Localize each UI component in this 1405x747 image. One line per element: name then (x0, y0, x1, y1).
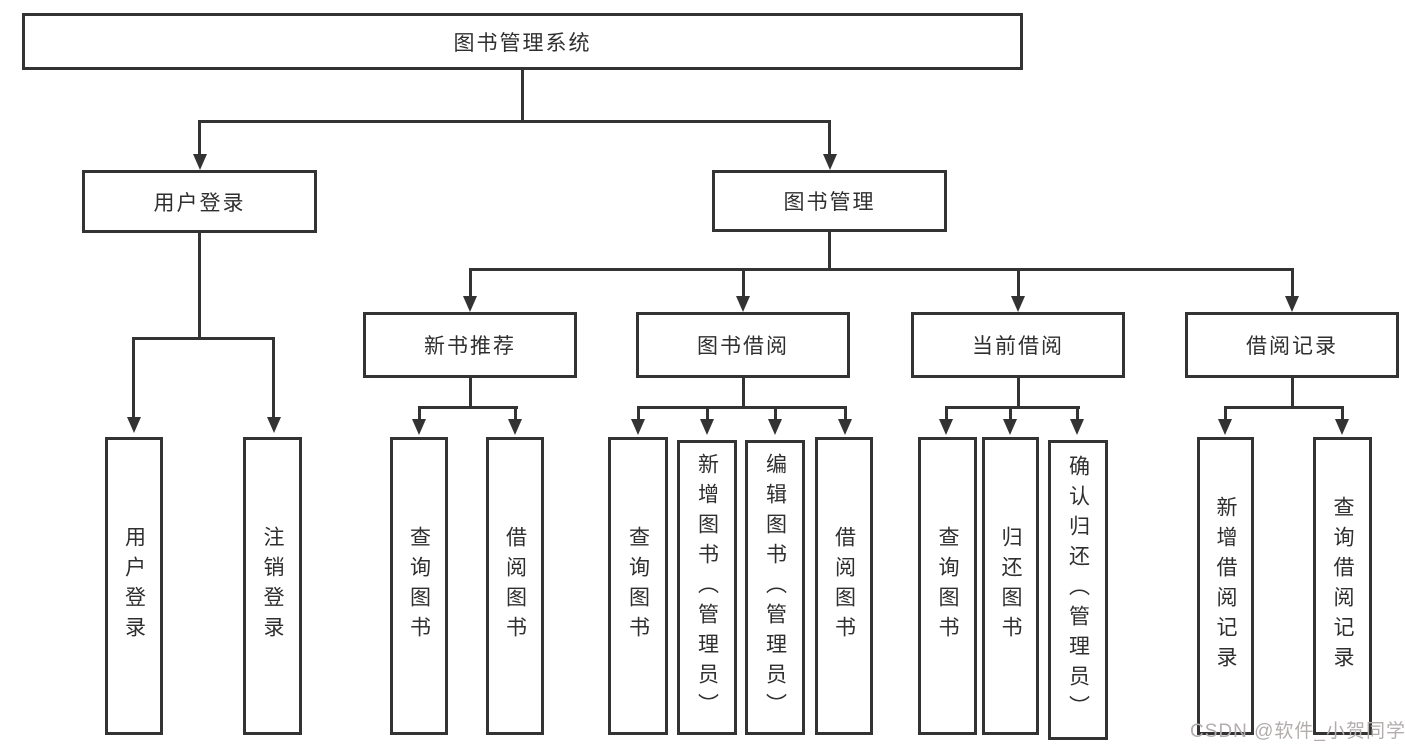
leaf-current-query-books-label: 查询图书 (936, 526, 960, 646)
leaf-borrowing-add-books-admin: 新增图书（管理员） (677, 440, 737, 735)
connector-root-split (198, 120, 831, 123)
node-new-book-recommend: 新书推荐 (363, 312, 577, 378)
arrow-down-icon (1011, 296, 1025, 312)
connector-leaf-stub (1224, 406, 1227, 419)
connector-leaf-stub (514, 406, 517, 419)
leaf-current-query-books: 查询图书 (918, 437, 977, 735)
connector-leaf-stub (637, 406, 640, 419)
connector-leaf-stub (1009, 406, 1012, 419)
connector-to-current-borrow (1017, 268, 1020, 296)
node-current-borrowing-label: 当前借阅 (972, 334, 1064, 358)
connector-book-borrow-stem (742, 378, 745, 409)
leaf-borrowing-borrow-books: 借阅图书 (815, 437, 873, 735)
arrow-down-icon (508, 419, 522, 435)
connector-leaf-stub (418, 406, 421, 419)
leaf-user-login: 用户登录 (105, 437, 163, 735)
arrow-down-icon (823, 154, 837, 170)
node-book-management: 图书管理 (712, 170, 947, 232)
leaf-current-return-books: 归还图书 (982, 437, 1039, 735)
arrow-down-icon (1285, 296, 1299, 312)
arrow-down-icon (736, 296, 750, 312)
arrow-down-icon (768, 419, 782, 435)
connector-leaf-stub (774, 406, 777, 419)
leaf-current-return-books-label: 归还图书 (999, 526, 1023, 646)
node-book-borrowing: 图书借阅 (636, 312, 850, 378)
arrow-down-icon (838, 419, 852, 435)
connector-to-book-borrow (742, 268, 745, 296)
leaf-logout-label: 注销登录 (261, 526, 285, 646)
connector-leaf-stub (1341, 406, 1344, 419)
connector-user-login-split (132, 337, 275, 340)
connector-new-books-split (418, 406, 518, 409)
node-current-borrowing: 当前借阅 (911, 312, 1125, 378)
arrow-down-icon (631, 419, 645, 435)
connector-root-stem (521, 70, 524, 122)
leaf-borrowing-borrow-books-label: 借阅图书 (832, 526, 857, 646)
connector-book-mgmt-split (469, 268, 1294, 271)
arrow-down-icon (1218, 419, 1232, 435)
node-book-borrowing-label: 图书借阅 (697, 334, 789, 358)
connector-current-borrow-stem (1017, 378, 1020, 409)
leaf-borrowing-edit-books-admin: 编辑图书（管理员） (745, 440, 805, 735)
connector-to-book-mgmt (828, 120, 831, 154)
connector-to-login-leaf (132, 337, 135, 417)
leaf-records-add-record: 新增借阅记录 (1197, 437, 1254, 735)
connector-to-user-login (198, 120, 201, 154)
arrow-down-icon (1070, 419, 1084, 435)
connector-to-borrow-records (1291, 268, 1294, 296)
node-user-login-label: 用户登录 (153, 190, 246, 215)
leaf-logout: 注销登录 (243, 437, 302, 735)
leaf-newbooks-query-books-label: 查询图书 (407, 526, 432, 646)
leaf-borrowing-edit-books-admin-label: 编辑图书（管理员） (763, 452, 788, 723)
connector-new-books-stem (469, 378, 472, 409)
leaf-newbooks-query-books: 查询图书 (390, 437, 448, 735)
csdn-watermark: CSDN @软件_小贺同学 (1190, 721, 1405, 742)
leaf-records-query-record: 查询借阅记录 (1313, 437, 1372, 735)
connector-to-new-books (469, 268, 472, 296)
leaf-records-query-record-label: 查询借阅记录 (1331, 496, 1355, 676)
arrow-down-icon (267, 417, 281, 433)
connector-book-borrow-split (637, 406, 847, 409)
connector-book-mgmt-stem (828, 232, 831, 270)
connector-to-logout-leaf (272, 337, 275, 417)
arrow-down-icon (700, 419, 714, 435)
node-library-system: 图书管理系统 (22, 13, 1023, 70)
leaf-user-login-label: 用户登录 (122, 526, 147, 646)
node-user-login: 用户登录 (82, 170, 317, 233)
node-new-book-recommend-label: 新书推荐 (424, 334, 516, 358)
node-library-system-label: 图书管理系统 (453, 30, 592, 55)
connector-leaf-stub (706, 406, 709, 419)
arrow-down-icon (193, 154, 207, 170)
connector-user-login-stem (198, 233, 201, 337)
connector-leaf-stub (844, 406, 847, 419)
connector-leaf-stub (1076, 406, 1079, 419)
arrow-down-icon (463, 296, 477, 312)
leaf-newbooks-borrow-books: 借阅图书 (486, 437, 544, 735)
node-borrowing-records-label: 借阅记录 (1246, 334, 1338, 358)
arrow-down-icon (412, 419, 426, 435)
node-borrowing-records: 借阅记录 (1185, 312, 1399, 378)
arrow-down-icon (1003, 419, 1017, 435)
connector-leaf-stub (945, 406, 948, 419)
connector-current-borrow-split (945, 406, 1080, 409)
leaf-current-confirm-return-admin: 确认归还（管理员） (1048, 440, 1108, 740)
leaf-current-confirm-return-admin-label: 确认归还（管理员） (1066, 455, 1091, 725)
leaf-records-add-record-label: 新增借阅记录 (1214, 496, 1238, 676)
arrow-down-icon (127, 417, 141, 433)
leaf-borrowing-query-books: 查询图书 (608, 437, 668, 735)
connector-borrow-records-split (1224, 406, 1344, 409)
leaf-newbooks-borrow-books-label: 借阅图书 (503, 526, 528, 646)
arrow-down-icon (939, 419, 953, 435)
node-book-management-label: 图书管理 (783, 190, 876, 214)
leaf-borrowing-query-books-label: 查询图书 (626, 526, 651, 646)
arrow-down-icon (1335, 419, 1349, 435)
connector-borrow-records-stem (1291, 378, 1294, 409)
leaf-borrowing-add-books-admin-label: 新增图书（管理员） (695, 452, 720, 723)
